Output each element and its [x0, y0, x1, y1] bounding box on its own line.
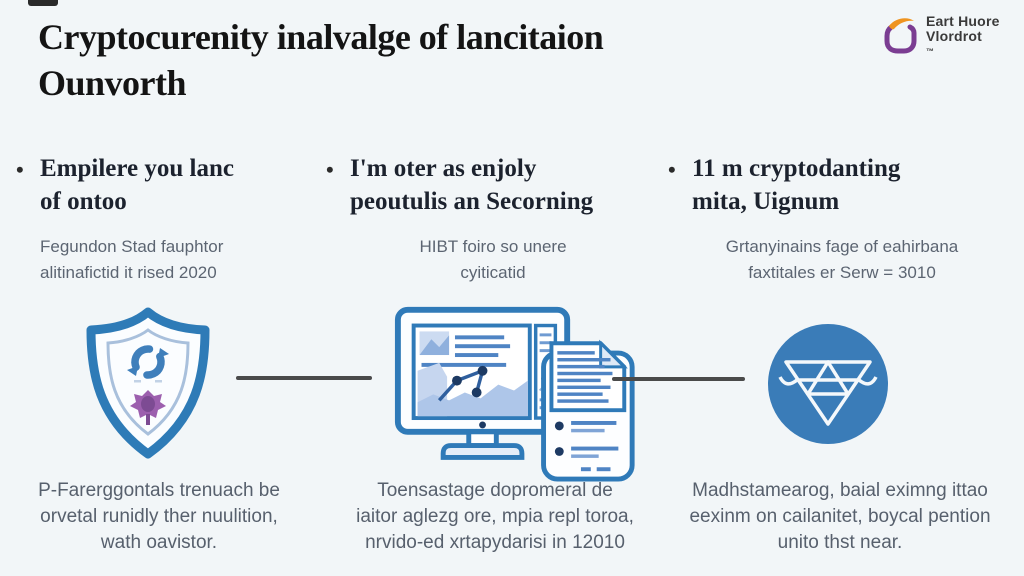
column-3-subtext-line1: Grtanyinains fage of eahirbana — [725, 237, 959, 256]
connector-line-2 — [612, 377, 745, 381]
column-2: • I'm oter as enjoly peoutulis an Secorn… — [326, 152, 660, 286]
brand-name-line1: Eart Huore — [926, 13, 1000, 29]
column-2-subtext-line2: cyiticatid — [460, 263, 526, 282]
column-2-heading-line2: peoutulis an Secorning — [350, 188, 594, 215]
column-1-footer: P-Farerggontals trenuach be orvetal runi… — [4, 478, 314, 556]
column-2-subtext-line1: HIBT foiro so unere — [419, 237, 567, 256]
brand-logo-icon — [880, 16, 920, 61]
column-2-heading-line1: I'm oter as enjoly — [350, 155, 537, 182]
column-2-footer: Toensastage dopromeral de iaitor aglezg … — [330, 478, 660, 556]
column-1-subtext: Fegundon Stad fauphtor alitinafictid it … — [16, 234, 316, 286]
column-1-heading: • Empilere you lanc of ontoo — [16, 152, 316, 218]
column-3-heading: • 11 m cryptodanting mita, Uignum — [668, 152, 1016, 218]
column-3-subtext-line2: faxtitales er Serw = 3010 — [748, 263, 936, 282]
column-1-footer-line3: wath oavistor. — [100, 532, 218, 553]
column-1-footer-line2: orvetal runidly ther nuulition, — [40, 506, 278, 527]
column-1-footer-line1: P-Farerggontals trenuach be — [38, 480, 280, 501]
corner-dash-decoration — [28, 0, 58, 6]
column-1-heading-line1: Empilere you lanc — [40, 155, 234, 182]
column-2-footer-line1: Toensastage dopromeral de — [377, 480, 613, 501]
page-title-line2: Ounvorth — [38, 63, 187, 103]
bullet-icon: • — [668, 157, 676, 182]
column-3-heading-line1: 11 m cryptodanting — [692, 155, 901, 182]
column-1-heading-line2: of ontoo — [40, 188, 127, 215]
token-triangle-circle-icon — [764, 320, 892, 453]
shield-refresh-icon — [84, 306, 212, 465]
connector-line-1 — [236, 376, 372, 380]
column-3-footer: Madhstamearog, baial eximng ittao eexinm… — [660, 478, 1020, 556]
column-2-footer-line3: nrvido-ed xrtapydarisi in 12010 — [365, 532, 625, 553]
column-3-footer-line2: eexinm on cailanitet, boycal pention — [689, 506, 991, 527]
column-3-heading-line2: mita, Uignum — [692, 188, 840, 215]
column-3-footer-line1: Madhstamearog, baial eximng ittao — [692, 480, 988, 501]
page-title-line1: Cryptocurenity inalvalge of lancitaion — [38, 17, 604, 57]
column-1-subtext-line1: Fegundon Stad fauphtor — [40, 237, 224, 256]
column-1-subtext-line2: alitinafictid it rised 2020 — [40, 263, 217, 282]
trademark-symbol: ™ — [926, 47, 935, 56]
column-2-footer-line2: iaitor aglezg ore, mpia repl toroa, — [356, 506, 634, 527]
bullet-icon: • — [16, 157, 24, 182]
column-2-subtext: HIBT foiro so unere cyiticatid — [326, 234, 660, 286]
column-1: • Empilere you lanc of ontoo Fegundon St… — [16, 152, 316, 286]
column-3: • 11 m cryptodanting mita, Uignum Grtany… — [668, 152, 1016, 286]
column-2-heading: • I'm oter as enjoly peoutulis an Secorn… — [326, 152, 660, 218]
page-title: Cryptocurenity inalvalge of lancitaion O… — [38, 14, 758, 106]
bullet-icon: • — [326, 157, 334, 182]
analytics-monitor-document-icon — [388, 296, 644, 488]
column-3-subtext: Grtanyinains fage of eahirbana faxtitale… — [668, 234, 1016, 286]
column-3-footer-line3: unito thst near. — [777, 532, 903, 553]
